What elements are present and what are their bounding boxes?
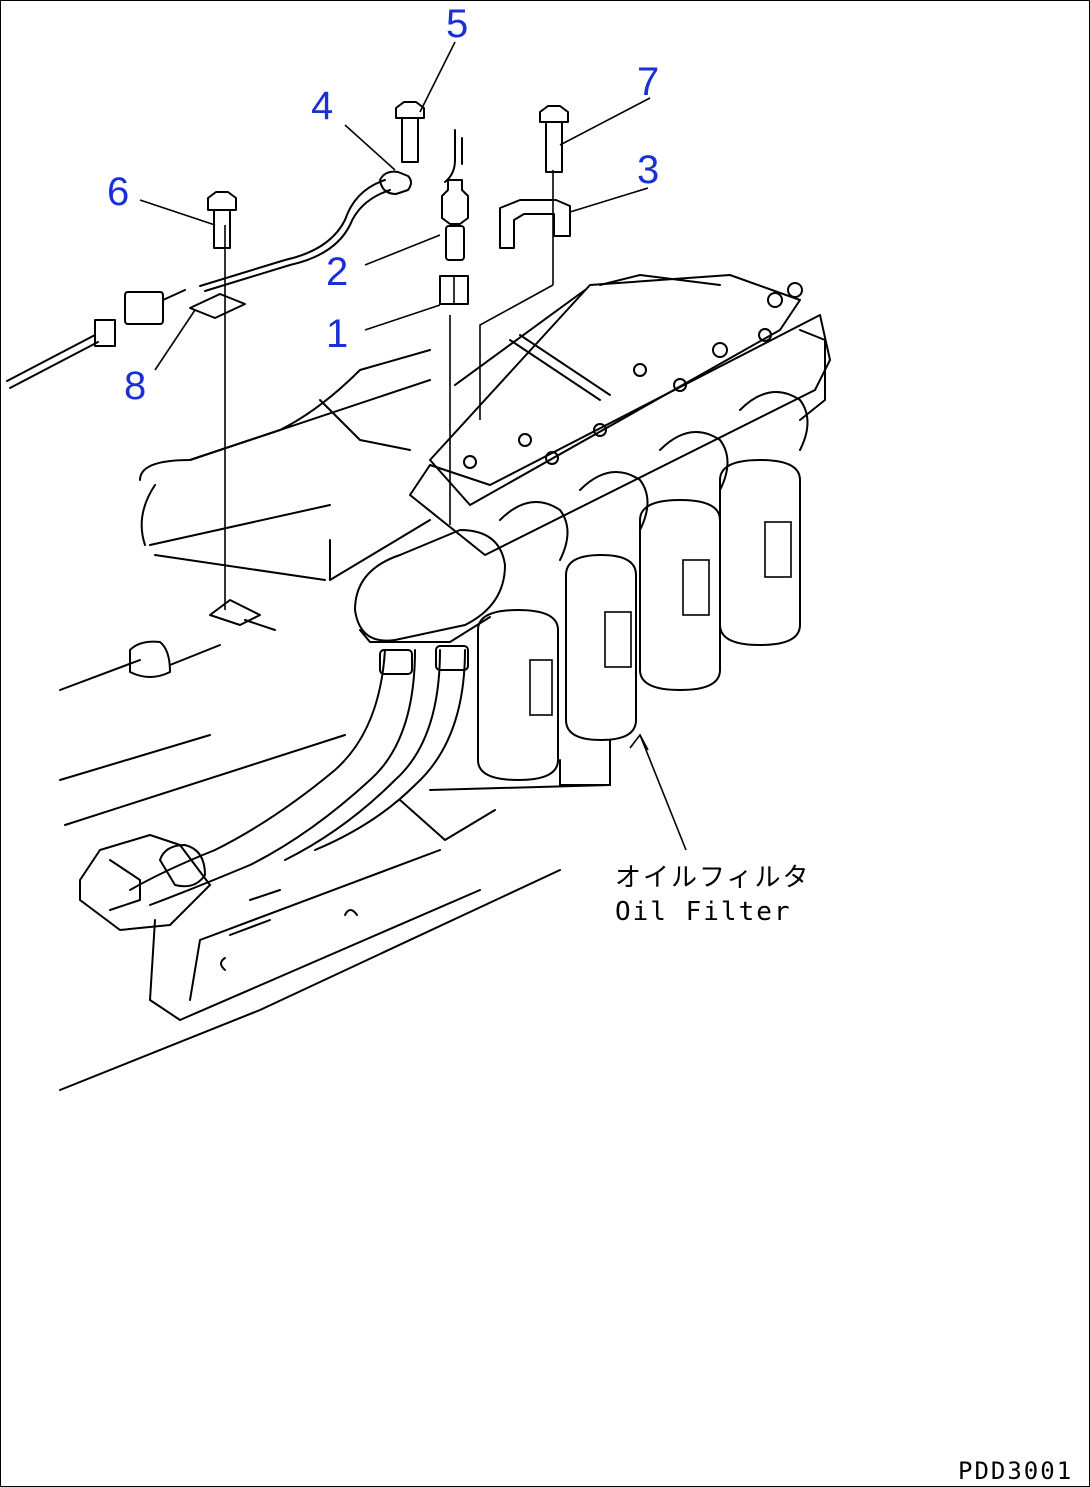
engine-background: [59, 349, 561, 1091]
callout-8: 8: [124, 364, 147, 408]
small-parts: [6, 101, 571, 389]
caption-english: Oil Filter: [615, 897, 792, 927]
callout-1: 1: [326, 312, 349, 356]
assembly-centerlines: [224, 170, 554, 610]
caption-japanese: オイルフィルタ: [615, 863, 811, 893]
callout-7: 7: [637, 60, 660, 104]
callout-5: 5: [446, 2, 469, 46]
callout-3: 3: [637, 148, 660, 192]
leader-lines: [139, 41, 687, 851]
callout-4: 4: [311, 84, 334, 128]
callout-6: 6: [107, 170, 130, 214]
drawing-code: PDD3001: [958, 1457, 1074, 1485]
filter-assembly-body: [129, 274, 831, 906]
callout-2: 2: [326, 250, 349, 294]
